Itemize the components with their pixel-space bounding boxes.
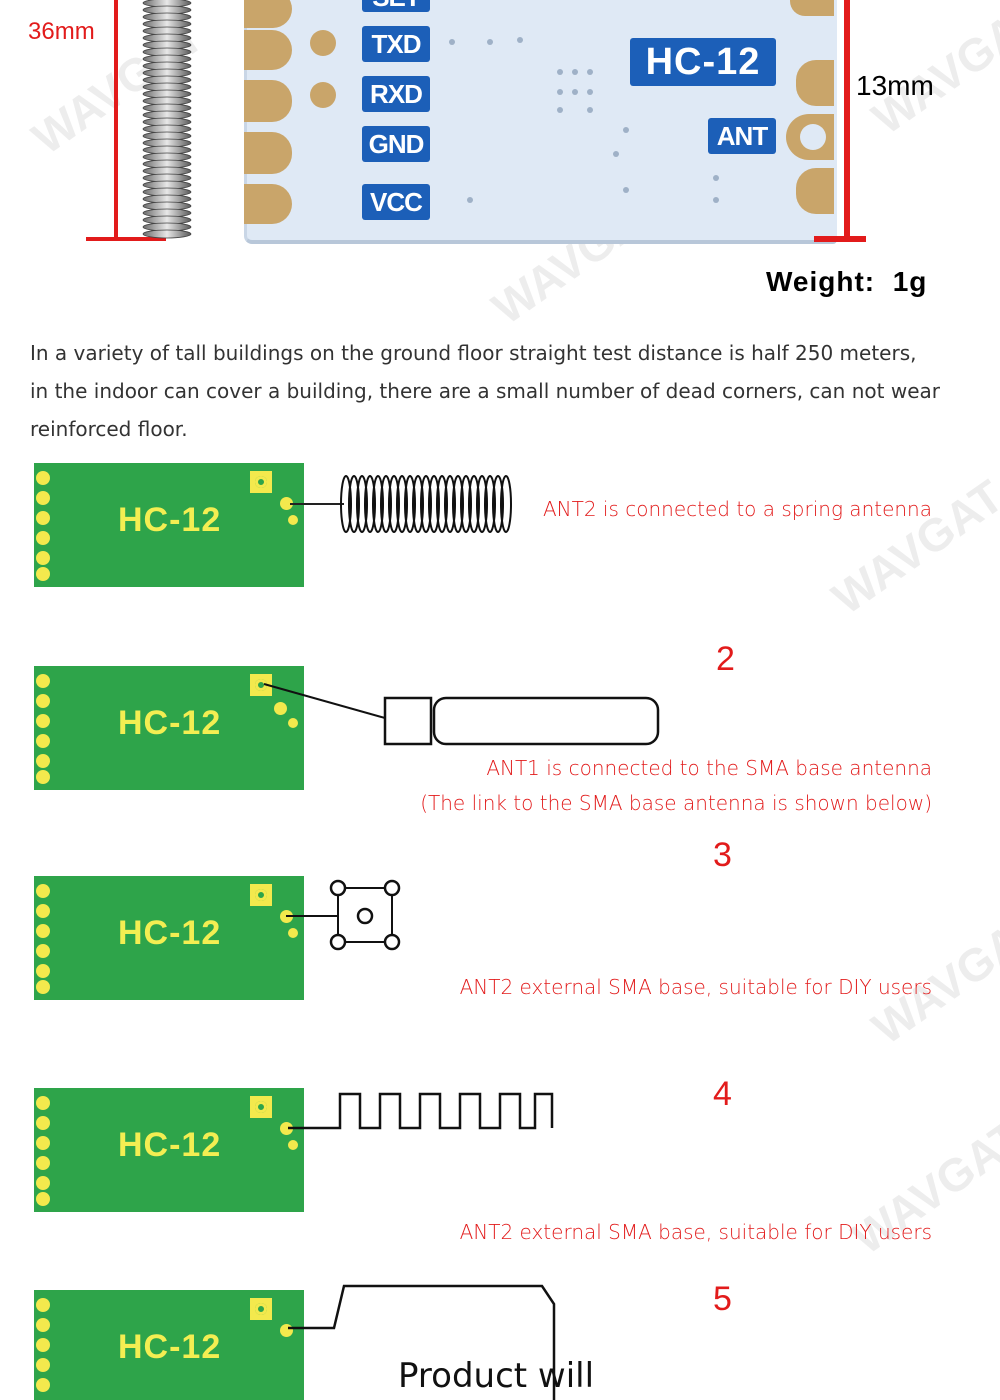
- spring-coil: [436, 475, 448, 533]
- spring-coil: [348, 475, 360, 533]
- module-pad: [790, 0, 834, 16]
- sma-base-diagram: [286, 879, 401, 951]
- hc12-board-2: HC-12: [34, 666, 304, 790]
- board-label: HC-12: [118, 704, 222, 742]
- dimension-height-label: 36mm: [28, 18, 95, 45]
- coil-turn: [142, 229, 192, 239]
- ant2-pad: [280, 1122, 293, 1135]
- height-measure-cap: [86, 237, 166, 241]
- ant2-pad: [274, 702, 287, 715]
- board-3-caption: ANT2 external SMA base, suitable for DIY…: [459, 975, 932, 999]
- board-5-number: 5: [713, 1280, 732, 1318]
- sma-antenna-diagram: [263, 683, 660, 746]
- module-pad: [800, 124, 826, 150]
- spring-coil: [452, 475, 464, 533]
- spring-antenna-photo: [142, 0, 192, 239]
- weight-label: Weight: 1g: [766, 266, 928, 297]
- spring-coil: [380, 475, 392, 533]
- wire-antenna-diagram: [288, 1284, 556, 1400]
- description-line: In a variety of tall buildings on the gr…: [30, 341, 917, 365]
- description-paragraph: In a variety of tall buildings on the gr…: [30, 334, 980, 448]
- spring-coil: [396, 475, 408, 533]
- spring-coil: [388, 475, 400, 533]
- ant1-pad: [250, 1096, 272, 1118]
- height-measure-line: [114, 0, 118, 240]
- spring-coil: [420, 475, 432, 533]
- description-line: reinforced floor.: [30, 417, 188, 441]
- pin-label-gnd: GND: [362, 126, 430, 162]
- watermark: WAVGAT: [822, 469, 1000, 625]
- board-3-number: 3: [713, 836, 732, 874]
- module-name-badge: HC-12: [630, 38, 776, 86]
- ant2-pad: [280, 497, 293, 510]
- pcb-vias: [449, 37, 719, 203]
- hc12-board-5: HC-12: [34, 1290, 304, 1400]
- pin-label-rxd: RXD: [362, 76, 430, 112]
- pad-dot: [288, 515, 298, 525]
- board-label: HC-12: [118, 1328, 222, 1366]
- hc12-board-1: HC-12: [34, 463, 304, 587]
- spring-coil: [404, 475, 416, 533]
- board-2-caption: ANT1 is connected to the SMA base antenn…: [486, 756, 932, 780]
- spring-coil: [372, 475, 384, 533]
- pin-label-vcc: VCC: [362, 184, 430, 220]
- board-4-number: 4: [713, 1075, 732, 1113]
- module-pad: [244, 30, 292, 70]
- pad-dot: [288, 928, 298, 938]
- ant-label: ANT: [708, 118, 776, 154]
- pad-dot: [288, 1140, 298, 1150]
- ant1-pad: [250, 471, 272, 493]
- ant1-pad: [250, 1298, 272, 1320]
- module-pad: [244, 132, 292, 174]
- spring-coil: [484, 475, 496, 533]
- spring-coil: [492, 475, 504, 533]
- spring-coil: [468, 475, 480, 533]
- via: [310, 30, 336, 56]
- board-1-caption: ANT2 is connected to a spring antenna: [542, 497, 932, 521]
- width-measure-cap: [814, 236, 866, 242]
- module-pad: [244, 0, 292, 28]
- description-line: in the indoor can cover a building, ther…: [30, 379, 940, 403]
- spring-coil: [460, 475, 472, 533]
- hc12-board-4: HC-12: [34, 1088, 304, 1212]
- spring-coil: [412, 475, 424, 533]
- spring-coil: [356, 475, 368, 533]
- module-pad: [796, 168, 834, 214]
- module-pad: [244, 184, 292, 224]
- module-pad: [244, 80, 292, 122]
- board-2-caption-note: (The link to the SMA base antenna is sho…: [420, 791, 932, 815]
- ant1-pad: [250, 884, 272, 906]
- board-label: HC-12: [118, 501, 222, 539]
- board-2-number: 2: [716, 640, 735, 678]
- pin-label-set: SET: [362, 0, 430, 12]
- module-pad: [796, 60, 834, 106]
- width-measure-line: [844, 0, 850, 240]
- board-4-caption: ANT2 external SMA base, suitable for DIY…: [459, 1220, 932, 1244]
- board-label: HC-12: [118, 914, 222, 952]
- via: [310, 82, 336, 108]
- footer-text: Product will: [398, 1356, 595, 1396]
- spring-coil: [444, 475, 456, 533]
- spring-coil: [500, 475, 512, 533]
- hc12-board-3: HC-12: [34, 876, 304, 1000]
- spring-coil: [340, 475, 352, 533]
- spring-coil: [428, 475, 440, 533]
- pcb-meander-antenna-diagram: [288, 1092, 554, 1130]
- pin-label-txd: TXD: [362, 26, 430, 62]
- pad-dot: [288, 718, 298, 728]
- board-label: HC-12: [118, 1126, 222, 1164]
- dimension-width-label: 13mm: [856, 70, 934, 101]
- spring-coil: [476, 475, 488, 533]
- ant1-pad: [250, 674, 272, 696]
- spring-coil: [364, 475, 376, 533]
- spring-antenna-diagram: [290, 475, 512, 533]
